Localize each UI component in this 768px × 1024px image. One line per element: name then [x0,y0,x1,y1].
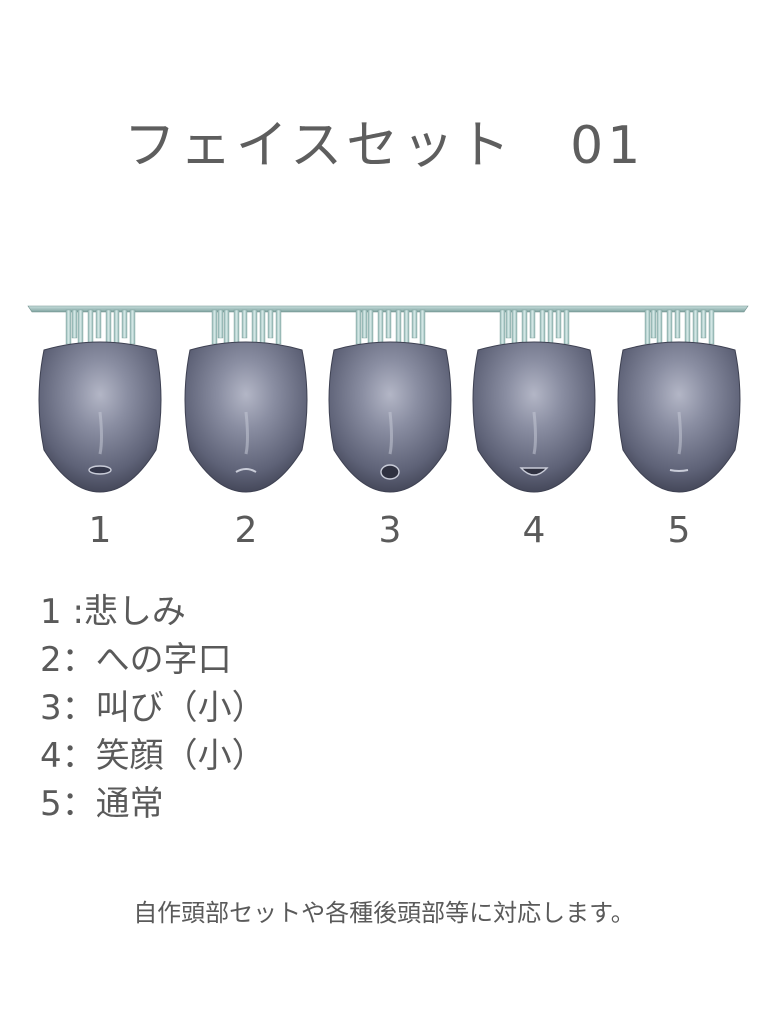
sprue [113,309,120,345]
sprue [411,309,418,339]
sprue [403,309,410,345]
legend-item-4: 4：笑顔（小） [40,736,266,776]
sprue [656,309,663,345]
nose [388,411,393,455]
sprue [563,309,570,345]
sprue [233,309,240,345]
sprue [211,309,218,345]
sprue [539,309,546,345]
sprue [395,309,402,345]
face-number-2: 2 [234,510,258,551]
sprue [87,309,94,345]
sprue [511,309,518,345]
sprue [547,309,554,345]
sprue [674,309,681,339]
sprue [267,309,274,339]
sprue [708,309,715,345]
face-5 [617,309,741,493]
expression-legend: 1 :悲しみ 2：への字口 3：叫び（小） 4：笑顔（小） 5：通常 [40,588,640,828]
sprue [65,309,72,345]
sprue [259,309,266,345]
face-number-5: 5 [667,510,691,551]
mouth [235,468,257,473]
sprue [700,309,707,339]
face-illustration-row [24,292,752,512]
sprue [521,309,528,345]
sprue [367,309,374,345]
sprue [217,309,224,339]
legend-item-3: 3：叫び（小） [40,688,266,728]
sprue [121,309,128,339]
sprue [385,309,392,339]
mouth [380,464,400,480]
mouth [519,467,549,476]
nose [677,411,682,455]
nose [532,411,537,455]
sprue [499,309,506,345]
sprue [419,309,426,345]
sprue [666,309,673,345]
face-number-row: 1 2 3 4 5 [0,508,768,554]
sprue [105,309,112,345]
legend-item-5: 5：通常 [40,784,164,824]
sprue [505,309,512,339]
faces-svg [27,305,749,493]
compatibility-note: 自作頭部セットや各種後頭部等に対応します。 [133,899,635,927]
sprue [223,309,230,345]
sprue [71,309,78,339]
sprue [650,309,657,339]
sprue [644,309,651,345]
sprue [129,309,136,345]
sprue [241,309,248,339]
legend-item-1: 1 :悲しみ [40,592,186,632]
mouth [669,469,689,472]
sprue [529,309,536,339]
face-2 [184,309,308,493]
sprue [692,309,699,345]
sprue [355,309,362,345]
page-title: フェイスセット 01 [123,116,645,176]
legend-item-2: 2：への字口 [40,640,232,680]
sprue [555,309,562,339]
sprue [684,309,691,345]
face-1 [38,309,162,493]
nose [98,411,103,455]
sprue [77,309,84,345]
face-number-1: 1 [88,510,112,551]
face-4 [472,309,596,493]
sprue [95,309,102,339]
face-number-4: 4 [522,510,546,551]
face-number-3: 3 [378,510,402,551]
sprue [361,309,368,339]
sprue [377,309,384,345]
face-3 [328,309,452,493]
sprue [251,309,258,345]
nose [244,411,249,455]
mouth [88,465,112,475]
sprue [275,309,282,345]
